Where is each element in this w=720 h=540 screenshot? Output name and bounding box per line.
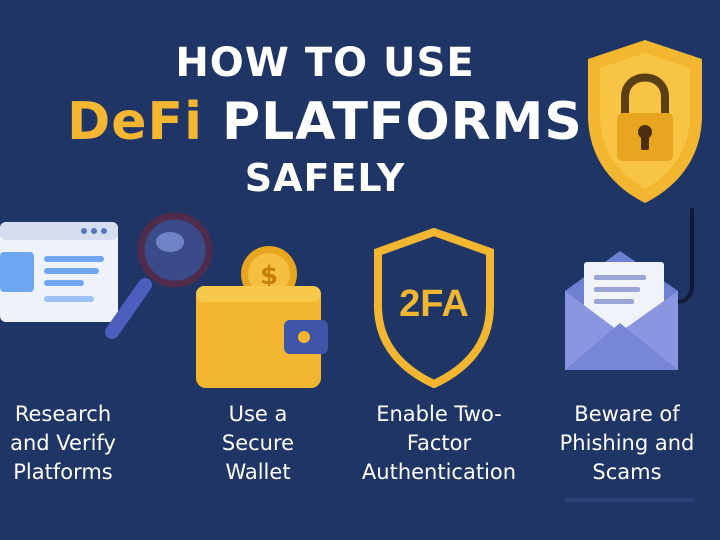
step-label-research: Research and Verify Platforms bbox=[0, 400, 153, 487]
title-accent: DeFi bbox=[67, 92, 203, 152]
shield-lock-icon bbox=[580, 35, 710, 214]
wallet-coin-icon: $ bbox=[192, 238, 337, 397]
step-line: Phishing and bbox=[559, 431, 695, 455]
step-label-phishing: Beware of Phishing and Scams bbox=[537, 400, 717, 487]
step-line: Platforms bbox=[13, 460, 113, 484]
step-line: Secure bbox=[221, 431, 295, 455]
step-line: Use a bbox=[228, 402, 288, 426]
step-line: Wallet bbox=[225, 460, 291, 484]
step-label-wallet: Use a Secure Wallet bbox=[168, 400, 348, 487]
coin-symbol: $ bbox=[260, 261, 278, 291]
browser-window-magnifier-icon bbox=[0, 210, 220, 354]
step-line: Beware of bbox=[574, 402, 680, 426]
title-rest: PLATFORMS bbox=[202, 92, 583, 152]
step-line: Research bbox=[14, 402, 112, 426]
shield-2fa-icon: 2FA bbox=[372, 227, 497, 392]
title-line-2: DeFi PLATFORMS bbox=[0, 92, 650, 152]
step-line: and Verify bbox=[10, 431, 116, 455]
step-label-2fa: Enable Two- Factor Authentication bbox=[349, 400, 529, 487]
title-line-3: SAFELY bbox=[244, 156, 406, 200]
envelope-hook-icon bbox=[562, 205, 720, 384]
step-line: Factor bbox=[406, 431, 472, 455]
twofa-text: 2FA bbox=[399, 283, 469, 325]
step-line: Authentication bbox=[361, 460, 517, 484]
step-line: Scams bbox=[592, 460, 662, 484]
title-line-1: HOW TO USE bbox=[175, 40, 475, 86]
decorative-bar bbox=[565, 498, 695, 502]
step-line: Enable Two- bbox=[376, 402, 502, 426]
